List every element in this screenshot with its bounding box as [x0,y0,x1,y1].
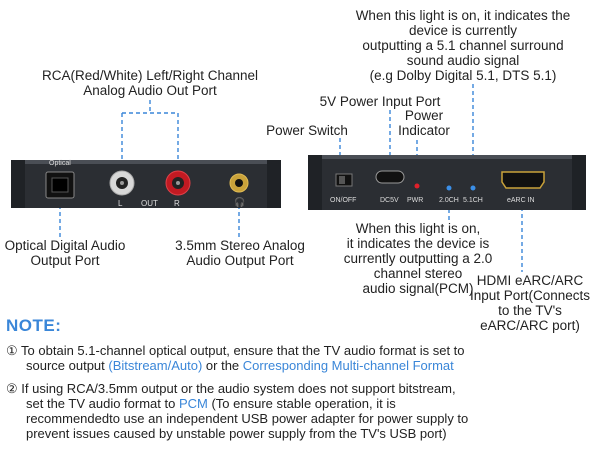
ch51-silk: 5.1CH [463,197,483,204]
pwr-silk: PWR [407,197,424,204]
note-1-multichannel: Corresponding Multi-channel Format [242,358,454,373]
note-1-bitstream: (Bitstream/Auto) [108,358,203,373]
note-1-line-b: source output [26,358,109,373]
note-2-number: ② [6,381,18,396]
rca-label: RCA(Red/White) Left/Right Channel Analog… [41,68,259,98]
power-indicator-label: Power Indicator [398,108,450,138]
device-left-body [11,160,281,208]
device-right [308,155,586,210]
onoff-silk: ON/OFF [330,197,357,204]
hdmi-label: HDMI eARC/ARC Input Port(Connects to the… [469,273,591,333]
note-1-line-a: To obtain 5.1-channel optical output, en… [21,343,465,358]
optical-silk: Optical [49,160,71,167]
rca-r-silk: R [174,199,180,208]
note-2-line-f: prevent issues caused by unstable power … [26,426,447,441]
note-title: NOTE: [6,316,62,335]
dc5v-port [375,170,405,184]
led-20ch [446,185,452,191]
ch20-silk: 2.0CH [439,197,459,204]
light20-label: When this light is on, it indicates the … [343,221,493,296]
note-1-or: or the [202,358,243,373]
light51-label: When this light is on, it indicates the … [355,8,571,83]
rca-out-silk: OUT [141,199,158,208]
note-2-line-e: recommendedto use an independent USB pow… [26,411,469,426]
note-item-2: ② If using RCA/3.5mm output or the audio… [6,381,468,441]
power-input-label: 5V Power Input Port [319,94,441,109]
hdmi-port [501,171,545,189]
note-2-line-b: set the TV audio format to [26,396,179,411]
note-item-1: ① To obtain 5.1-channel optical output, … [6,343,465,373]
note-2-line-a: If using RCA/3.5mm output or the audio s… [21,381,456,396]
pwr-led [414,183,420,189]
earc-silk: eARC IN [507,197,535,204]
rca-leader [121,100,179,165]
note-2-line-d: (To ensure stable operation, it is [207,396,396,411]
dc5v-silk: DC5V [380,197,399,204]
stereo-label: 3.5mm Stereo Analog Audio Output Port [175,238,305,268]
note-2-pcm: PCM [178,396,208,411]
optical-label: Optical Digital Audio Output Port [4,238,126,268]
note-1-number: ① [6,343,18,358]
device-left [11,160,281,208]
headphone-icon: 🎧 [234,197,246,207]
led-51ch [470,185,476,191]
rca-l-silk: L [118,199,123,208]
power-switch-label: Power Switch [266,123,348,138]
device-right-body [308,155,586,210]
